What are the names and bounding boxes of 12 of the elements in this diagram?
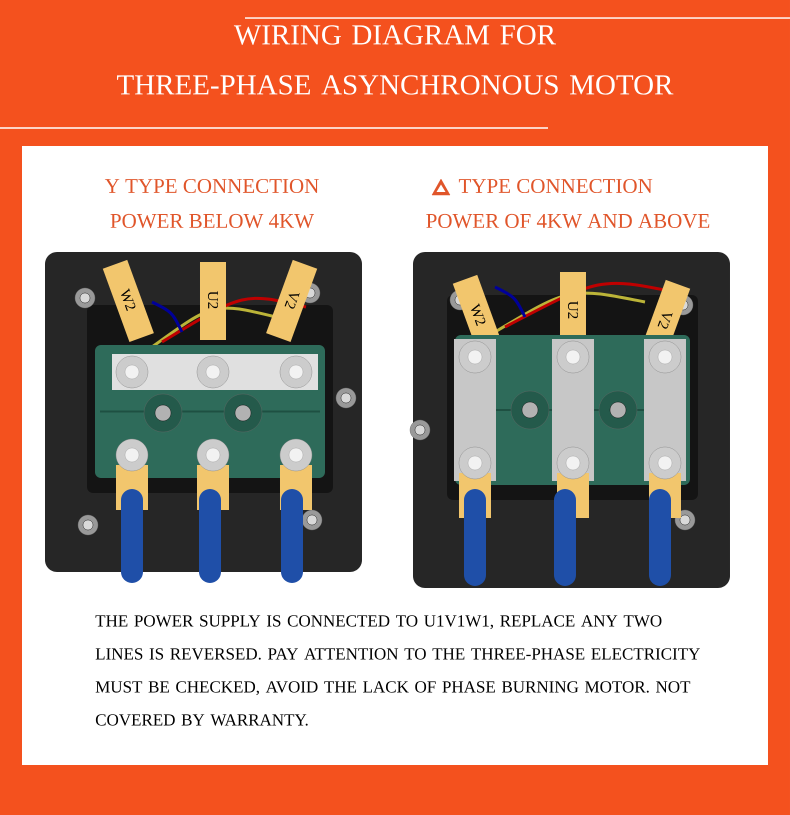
wire-tag-label: V2 (658, 313, 673, 329)
wire-tag-label: U2 (208, 291, 218, 308)
heading: POWER BELOW 4KW (110, 214, 314, 228)
heading: Y TYPE CONNECTION (104, 178, 319, 194)
heading: POWER OF 4KW AND ABOVE (426, 214, 710, 228)
heading: TYPE CONNECTION (458, 178, 652, 194)
title: WIRING DIAGRAM FOR THREE-PHASE ASYNCHRONOUS MOTOR (117, 25, 674, 95)
wire-tag-label: W2 (120, 288, 136, 312)
wire-tag-label: U2 (568, 301, 578, 318)
note-text: THE POWER SUPPLY IS CONNECTED TO U1V1W1, REPLACE ANY TWO LINES IS REVERSED. PAY ATTENTION TO THE THREE-PHASE ELECTRICITY MUST BE CHECKED, AVOID THE LACK OF PHASE BURNING MOTOR. NOT COVERED BY WARRANTY. (96, 615, 700, 726)
wire-tag-label: V2 (284, 293, 300, 309)
wire-tag-label: W2 (470, 303, 486, 326)
